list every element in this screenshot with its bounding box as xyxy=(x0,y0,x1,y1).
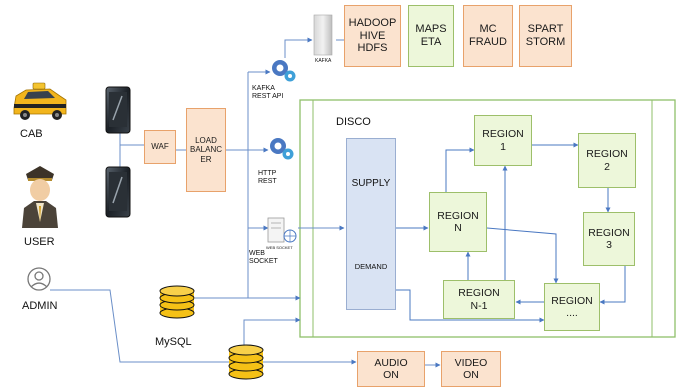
region-n-box: REGION N xyxy=(429,192,487,252)
mysql-label: MySQL xyxy=(155,336,192,348)
admin-label: ADMIN xyxy=(22,300,58,312)
admin-icon xyxy=(27,267,51,291)
second-database-icon xyxy=(228,344,264,380)
web-socket-label: WEB SOCKET xyxy=(249,250,278,266)
user-phone-icon xyxy=(105,166,131,218)
taxi-icon xyxy=(13,82,67,120)
disco-title: DISCO xyxy=(336,116,371,128)
api-connectors xyxy=(225,37,345,298)
supply-label: SUPPLY xyxy=(351,178,391,189)
web-socket-icon-caption: WEB SOCKET xyxy=(266,245,293,250)
cab-phone-icon xyxy=(105,86,131,134)
waf-box: WAF xyxy=(144,130,176,164)
region-n-1-box: REGION N-1 xyxy=(443,280,515,319)
mc-fraud-box: MC FRAUD xyxy=(463,5,513,67)
demand-label: DEMAND xyxy=(354,262,388,271)
hadoop-hive-hdfs-box: HADOOP HIVE HDFS xyxy=(344,5,401,67)
region-1-box: REGION 1 xyxy=(474,115,532,166)
user-label: USER xyxy=(24,236,55,248)
cab-label: CAB xyxy=(20,128,43,140)
kafka-rest-api-label: KAFKA REST API xyxy=(252,85,284,101)
load-balancer-box: LOAD BALANC ER xyxy=(186,108,226,192)
region-dots-box: REGION .... xyxy=(544,283,600,331)
db-connectors xyxy=(50,289,441,368)
user-icon xyxy=(22,166,58,228)
spart-storm-box: SPART STORM xyxy=(519,5,572,67)
disco-connectors xyxy=(396,142,626,323)
region-2-box: REGION 2 xyxy=(578,133,636,188)
maps-eta-box: MAPS ETA xyxy=(408,5,454,67)
kafka-api-gear-icon xyxy=(272,60,296,82)
video-on-box: VIDEO ON xyxy=(441,351,501,387)
audio-on-box: AUDIO ON xyxy=(357,351,425,387)
region-3-box: REGION 3 xyxy=(583,212,635,266)
web-socket-server-icon xyxy=(267,217,297,243)
http-rest-label: HTTP REST xyxy=(258,170,277,186)
supply-demand-box xyxy=(346,138,396,310)
mysql-database-icon xyxy=(159,285,195,319)
http-rest-gear-icon xyxy=(270,138,294,160)
kafka-label: KAFKA xyxy=(315,58,332,64)
kafka-cylinder-icon xyxy=(313,14,333,56)
